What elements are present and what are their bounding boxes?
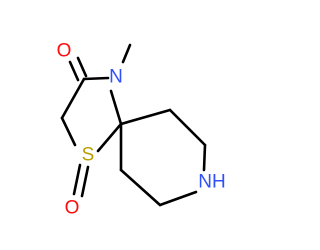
bond-spiro-ring-top bbox=[119, 108, 172, 126]
bond-ring-top-right bbox=[168, 108, 207, 147]
bond-nh-ring-bottom bbox=[158, 190, 198, 207]
bond-carbonyl-nitrogen bbox=[82, 76, 110, 81]
bond-sulfur-spiro bbox=[96, 122, 123, 153]
bond-sulfoxide-double-b bbox=[80, 165, 90, 198]
bond-carbonyl-double-b bbox=[76, 56, 88, 78]
atom-nitrogen-amine: NH bbox=[198, 172, 225, 193]
molecule-structure-diagram: O N S O NH bbox=[57, 41, 226, 219]
bond-ring-right-nh bbox=[202, 143, 207, 172]
bond-ring-bottom-left bbox=[119, 168, 162, 207]
atom-labels: O N S O NH bbox=[57, 41, 226, 219]
bonds bbox=[60, 43, 207, 207]
bond-methyl-nitrogen bbox=[121, 43, 132, 64]
bond-ch2-sulfur bbox=[60, 116, 77, 147]
atom-oxygen-carbonyl: O bbox=[57, 41, 72, 62]
atom-nitrogen-amide: N bbox=[109, 67, 123, 88]
bond-carbonyl-ch2 bbox=[60, 77, 86, 120]
bond-carbonyl-double-a bbox=[68, 60, 80, 82]
atom-sulfur: S bbox=[82, 145, 95, 166]
atom-oxygen-sulfoxide: O bbox=[65, 198, 80, 219]
bond-nitrogen-spiro bbox=[109, 89, 123, 126]
bond-sulfoxide-double-a bbox=[72, 163, 82, 196]
